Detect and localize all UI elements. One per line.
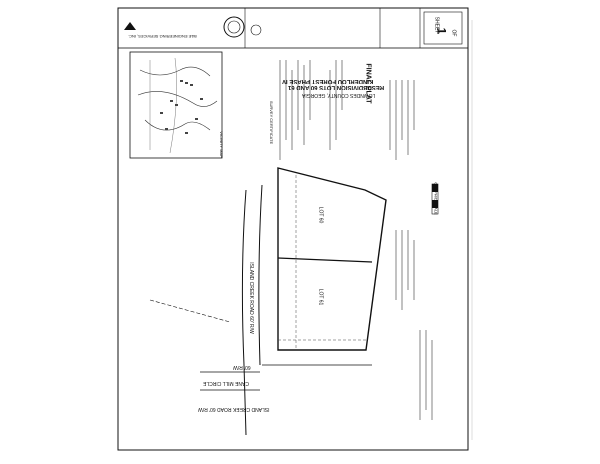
cane-mill-circle-rw: 60' R/W <box>233 364 251 370</box>
easement-leader <box>149 299 231 323</box>
island-creek-road-edge-1 <box>241 189 247 436</box>
sheet-number-box <box>423 11 463 45</box>
vicinity-map <box>129 51 223 159</box>
engineer-logo-icon <box>124 22 136 30</box>
lot-61-label: LOT 61 <box>317 288 324 306</box>
sheet-number: 1 <box>434 27 449 35</box>
lot-divider-line <box>277 257 373 263</box>
island-creek-road-label: ISLAND CREEK ROAD 60' R/W <box>247 262 254 334</box>
parcel-boundary <box>277 167 387 351</box>
cane-mill-circle-label: CANE MILL CIRCLE <box>203 380 249 386</box>
plat-project: KINDERLOU FOREST PHASE IV <box>282 78 374 84</box>
seal-icon <box>223 16 245 38</box>
graphic-scale <box>431 183 439 215</box>
sheet-of: OF <box>450 29 457 37</box>
island-creek-road-edge-2 <box>258 184 263 366</box>
island-creek-road-lower-label: ISLAND CREEK ROAD 60' R/W <box>198 406 270 412</box>
seal-inner-icon <box>227 20 241 34</box>
title-block-frame <box>117 7 469 49</box>
lot-60-label: LOT 60 <box>317 206 324 224</box>
north-arrow-icon <box>250 24 262 36</box>
engineer-name: B&E ENGINEERING SERVICES, INC. <box>128 34 197 39</box>
survey-certificate-label: SURVEY CERTIFICATE <box>269 100 275 145</box>
general-notes <box>279 60 433 420</box>
graphic-scale-label: GRAPHIC SCALE <box>433 182 439 215</box>
vicinity-map-label: VICINITY MAP <box>218 131 224 158</box>
plat-location: LOWNDES COUNTY, GEORGIA <box>302 92 376 98</box>
plat-subtitle: RESUBDIVISION LOTS 60 AND 61 <box>288 84 385 90</box>
